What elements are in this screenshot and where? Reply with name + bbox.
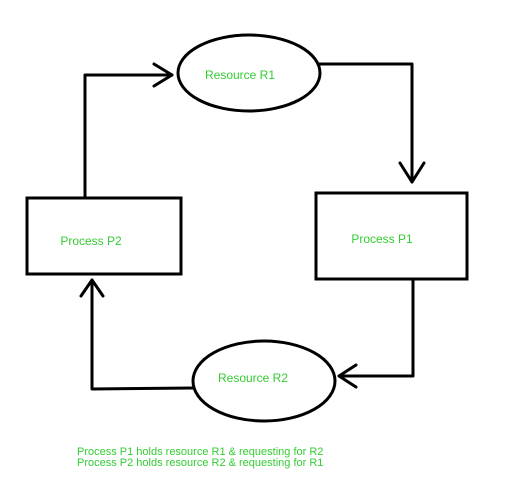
process-p1-label: Process P1 [351, 232, 413, 246]
resource-r2-node: Resource R2 [191, 339, 337, 423]
edge-p2-to-r1 [83, 73, 174, 199]
caption-line-1: Process P1 holds resource R1 & requestin… [77, 446, 324, 458]
resource-r2-label: Resource R2 [218, 371, 288, 385]
arrowhead-r2-to-p2 [79, 278, 105, 298]
arrowhead-p2-to-r1 [152, 62, 174, 88]
process-p1-node: Process P1 [314, 191, 469, 281]
edge-r2-to-p2 [90, 278, 195, 391]
edge-r1-to-p1 [316, 62, 414, 184]
process-p2-node: Process P2 [25, 196, 183, 276]
edge-p1-to-r2 [337, 276, 415, 378]
caption-line-2: Process P2 holds resource R2 & requestin… [77, 457, 324, 469]
process-p2-label: Process P2 [60, 234, 122, 248]
resource-r1-node: Resource R1 [176, 33, 322, 113]
arrowhead-r1-to-p1 [398, 161, 426, 184]
resource-r1-label: Resource R1 [205, 68, 275, 82]
diagram-caption: Process P1 holds resource R1 & requestin… [77, 447, 323, 469]
arrowhead-p1-to-r2 [337, 363, 358, 389]
